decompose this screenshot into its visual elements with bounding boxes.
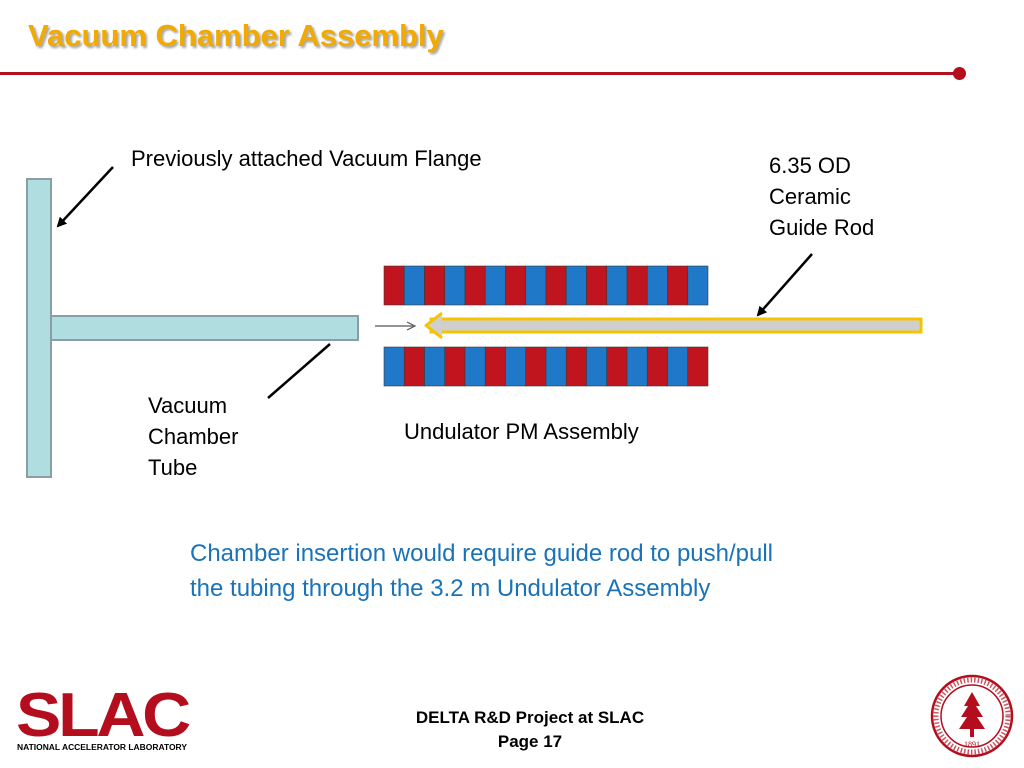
- insertion-direction-arrow: [375, 321, 417, 331]
- vacuum-flange: [26, 178, 52, 478]
- magnet-block: [687, 265, 709, 306]
- magnet-block: [424, 265, 446, 306]
- svg-text:1891: 1891: [964, 740, 980, 749]
- tree-icon: [959, 692, 985, 737]
- magnet-block: [667, 265, 689, 306]
- magnet-block: [444, 265, 466, 306]
- flange-label: Previously attached Vacuum Flange: [131, 146, 482, 171]
- guide-rod-label-line-1: 6.35 OD: [769, 153, 851, 178]
- magnet-block: [484, 265, 506, 306]
- insertion-note: Chamber insertion would require guide ro…: [190, 536, 773, 606]
- vacuum-chamber-tube: [50, 315, 359, 341]
- magnet-block: [484, 346, 506, 387]
- slide-footer: DELTA R&D Project at SLAC Page 17: [380, 706, 680, 754]
- magnet-block: [646, 346, 668, 387]
- svg-text:NATIONAL ACCELERATOR LABORATOR: NATIONAL ACCELERATOR LABORATORY: [17, 743, 188, 752]
- magnet-block: [505, 265, 527, 306]
- magnet-block: [525, 265, 547, 306]
- magnet-block: [586, 265, 608, 306]
- magnet-block: [606, 346, 628, 387]
- tube-label: Vacuum Chamber Tube: [148, 390, 238, 483]
- guide-rod-label-line-3: Guide Rod: [769, 215, 875, 240]
- guide-rod-label-line-2: Ceramic: [769, 184, 851, 209]
- guide-rod-pointer-arrow: [756, 253, 813, 317]
- tube-pointer-line: [267, 343, 331, 399]
- insertion-note-line-2: the tubing through the 3.2 m Undulator A…: [190, 575, 711, 602]
- guide-rod-label: 6.35 OD Ceramic Guide Rod: [769, 150, 874, 243]
- magnet-block: [525, 346, 547, 387]
- magnet-block: [626, 346, 648, 387]
- insertion-note-line-1: Chamber insertion would require guide ro…: [190, 540, 774, 567]
- tube-label-line-2: Chamber: [148, 424, 239, 449]
- flange-pointer-arrow: [56, 166, 114, 228]
- magnet-block: [565, 265, 587, 306]
- footer-page-number: Page 17: [497, 732, 563, 751]
- magnet-block: [626, 265, 648, 306]
- magnet-block: [646, 265, 668, 306]
- magnet-block: [687, 346, 709, 387]
- guide-rod-tip: [424, 311, 443, 340]
- tube-label-line-3: Tube: [148, 455, 198, 480]
- magnet-block: [464, 265, 486, 306]
- magnet-block: [545, 265, 567, 306]
- svg-text:SLAC: SLAC: [16, 684, 190, 750]
- title-rule: [0, 72, 958, 75]
- magnet-block: [545, 346, 567, 387]
- footer-project: DELTA R&D Project at SLAC: [415, 708, 645, 727]
- title-rule-end-dot: [953, 67, 966, 80]
- magnet-block: [667, 346, 689, 387]
- undulator-magnet-row-bottom: [383, 346, 709, 387]
- magnet-block: [383, 346, 405, 387]
- magnet-block: [403, 346, 425, 387]
- undulator-magnet-row-top: [383, 265, 709, 306]
- tube-label-line-1: Vacuum: [148, 393, 228, 418]
- magnet-block: [424, 346, 446, 387]
- magnet-block: [383, 265, 405, 306]
- magnet-block: [505, 346, 527, 387]
- magnet-block: [403, 265, 425, 306]
- stanford-seal: 1891: [930, 674, 1014, 758]
- undulator-label: Undulator PM Assembly: [404, 419, 639, 444]
- magnet-block: [606, 265, 628, 306]
- magnet-block: [444, 346, 466, 387]
- magnet-block: [586, 346, 608, 387]
- ceramic-guide-rod: [429, 317, 923, 334]
- magnet-block: [464, 346, 486, 387]
- magnet-block: [565, 346, 587, 387]
- slac-logo: SLAC NATIONAL ACCELERATOR LABORATORY: [16, 684, 193, 752]
- slide-title: Vacuum Chamber Assembly: [28, 18, 444, 53]
